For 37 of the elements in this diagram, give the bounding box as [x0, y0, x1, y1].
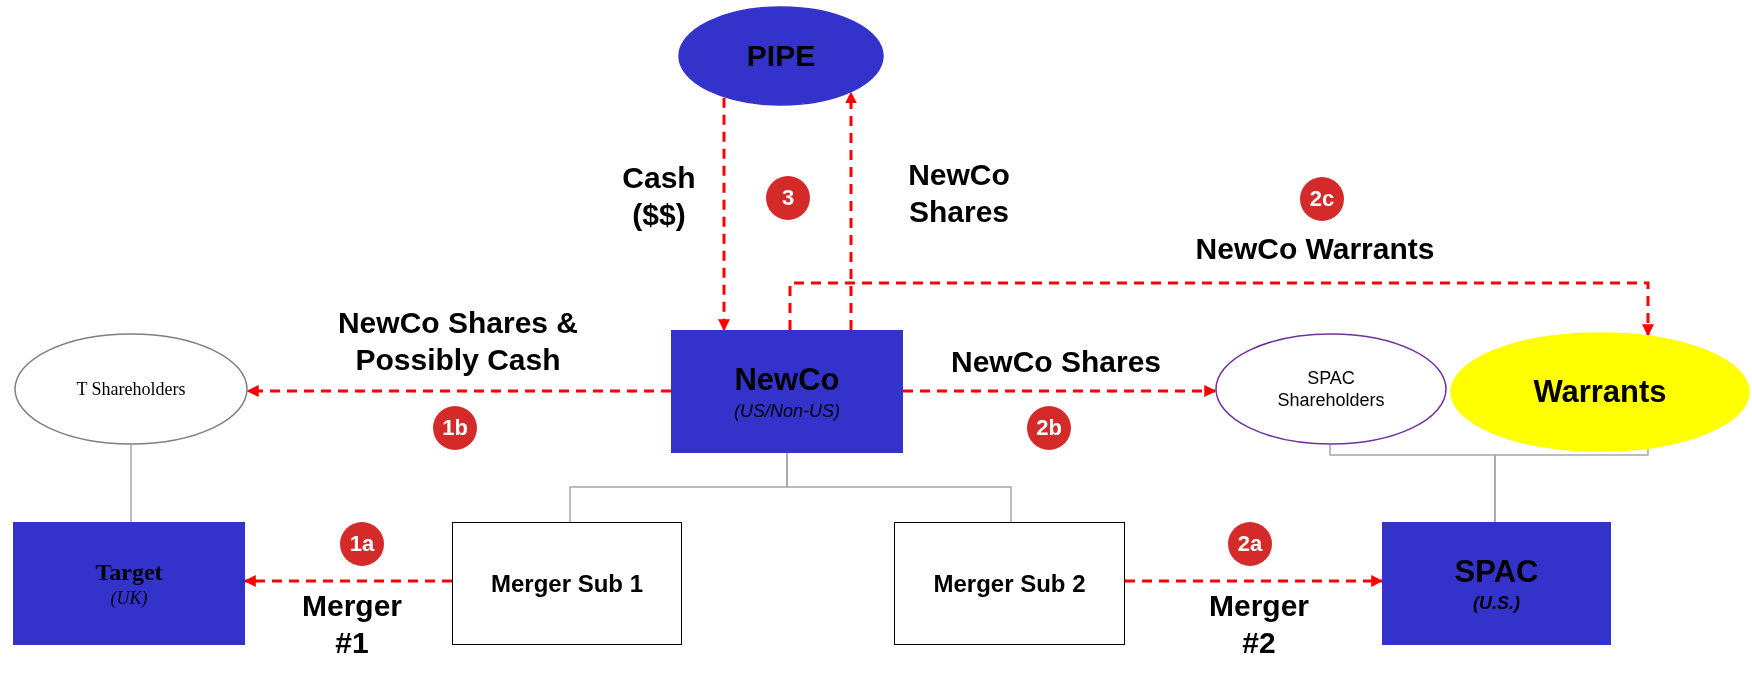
node-subtitle: (U.S.) — [1473, 591, 1520, 615]
node-title: PIPE — [746, 38, 816, 75]
callout-number: 1b — [433, 406, 477, 450]
node-title: Merger Sub 2 — [933, 568, 1086, 599]
ellipse-node — [14, 333, 248, 445]
node-title: Target — [95, 558, 163, 588]
rectangle-node — [894, 522, 1125, 645]
node-title: T Shareholders — [76, 377, 186, 401]
node-title: SPAC — [1454, 552, 1539, 591]
connector-line — [1494, 448, 1649, 523]
callout-number: 3 — [766, 176, 810, 220]
node-title: Warrants — [1533, 372, 1667, 411]
ellipse-node — [1215, 333, 1447, 445]
ellipse-node — [678, 6, 884, 106]
connector-line — [786, 452, 1012, 523]
node-title: NewCo — [734, 360, 840, 399]
ellipse-node — [1450, 332, 1750, 452]
arrow — [845, 91, 857, 330]
callout-number: 1a — [340, 522, 384, 566]
arrow — [903, 385, 1217, 397]
node-title: Merger Sub 1 — [490, 568, 643, 599]
arrow — [1125, 575, 1384, 587]
callout-number: 2a — [1228, 522, 1272, 566]
callout-number: 2c — [1300, 177, 1344, 221]
rectangle-node — [1382, 522, 1611, 645]
rectangle-node — [452, 522, 682, 645]
arrow — [788, 281, 1654, 337]
rectangle-node — [671, 330, 903, 453]
node-title: SPAC Shareholders — [1276, 366, 1386, 412]
rectangle-node — [13, 522, 245, 645]
node-subtitle: (US/Non-US) — [734, 399, 840, 423]
arrow — [243, 575, 452, 587]
connector-line — [130, 444, 132, 523]
arrow — [246, 385, 671, 397]
node-subtitle: (UK) — [110, 587, 148, 610]
callout-number: 2b — [1027, 406, 1071, 450]
arrow — [718, 97, 730, 332]
